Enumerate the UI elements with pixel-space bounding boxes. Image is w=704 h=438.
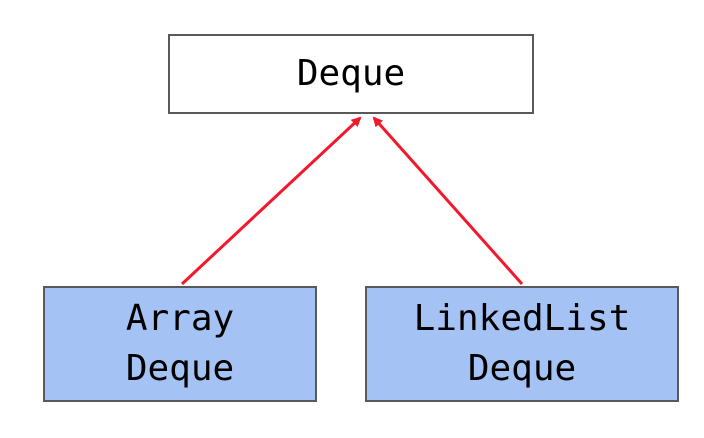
array-deque-label-line-2: Deque [125, 348, 235, 389]
linkedlist-deque-label-line-2: Deque [467, 348, 577, 389]
arrow-array-deque-to-deque [180, 116, 362, 286]
arrow-linkedlist-deque-to-deque [372, 116, 524, 285]
deque-box: Deque [168, 34, 534, 114]
array-deque-label-line-1: Array [125, 298, 235, 339]
deque-label: Deque [296, 53, 406, 94]
array-deque-box: Array Deque [43, 286, 317, 402]
linkedlist-deque-box: LinkedList Deque [365, 286, 679, 402]
linkedlist-deque-label-line-1: LinkedList [413, 298, 631, 339]
